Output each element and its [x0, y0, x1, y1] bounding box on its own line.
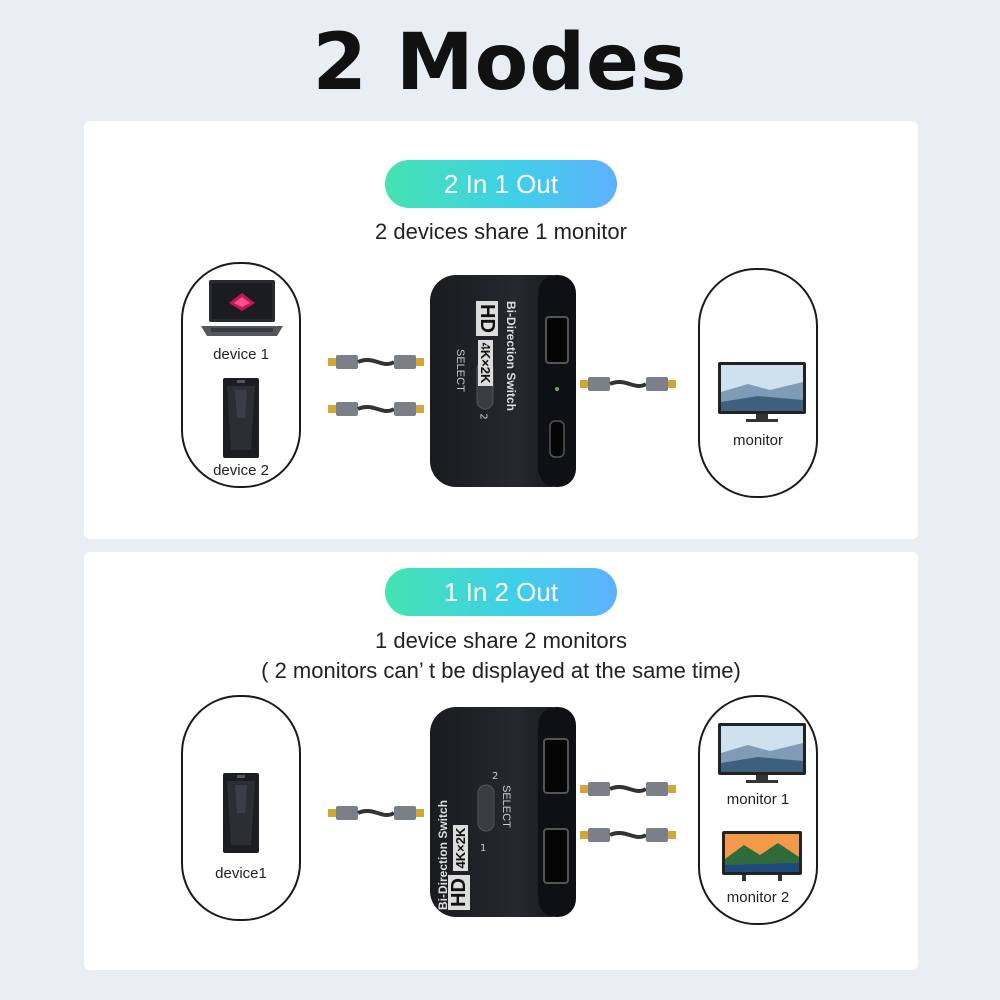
switch-port-2-label: 2: [477, 413, 489, 420]
monitor-label: monitor: [732, 432, 784, 449]
page-title: 2 Modes: [312, 18, 688, 108]
mode-pill: 2 In 1 Out: [385, 160, 617, 208]
hdmi-cable-out-1: [580, 782, 676, 796]
monitor-box: monitor: [698, 268, 818, 498]
switch-port-1-label: 1: [480, 843, 487, 854]
switch-select-label: SELECT: [500, 785, 512, 828]
hdmi-cable-1: [328, 355, 424, 369]
device-1-label: device 1: [213, 346, 269, 363]
hdmi-cable-in: [328, 806, 424, 820]
mode-pill: 1 In 2 Out: [385, 568, 617, 616]
hdmi-cable-2: [328, 402, 424, 416]
monitor-2-icon: [722, 831, 802, 881]
monitor-2-label: monitor 2: [726, 889, 790, 906]
hdmi-switch-device: HD 4K×2K Bi-Direction Switch SELECT 1 2: [428, 271, 578, 495]
switch-port-2-label: 2: [492, 771, 499, 782]
device-label: device1: [215, 865, 267, 882]
switch-brand: HD: [448, 875, 470, 910]
hdmi-cable-out: [580, 377, 676, 391]
pc-tower-icon: [223, 773, 259, 853]
monitors-box: monitor 1 monitor 2: [698, 695, 818, 925]
switch-resolution: 4K×2K: [453, 824, 468, 872]
mode-panel-1in2out: 1 In 2 Out 1 device share 2 monitors ( 2…: [84, 552, 918, 970]
device-box: device1: [181, 695, 301, 921]
devices-box: device 1 device 2: [181, 262, 301, 488]
monitor-1-icon: [718, 723, 806, 783]
monitor-icon: [718, 362, 806, 422]
mode-panel-2in1out: 2 In 1 Out 2 devices share 1 monitor dev…: [84, 121, 918, 539]
switch-name: Bi-Direction Switch: [504, 301, 518, 412]
mode-subtitle-line2: ( 2 monitors can’ t be displayed at the …: [261, 658, 741, 683]
mode-subtitle: 2 devices share 1 monitor: [375, 219, 627, 244]
pc-tower-icon: [223, 378, 259, 458]
mode-subtitle-line1: 1 device share 2 monitors: [375, 628, 627, 653]
device-2-label: device 2: [213, 462, 269, 479]
switch-brand: HD: [476, 301, 498, 336]
hdmi-cable-out-2: [580, 828, 676, 842]
laptop-icon: [201, 280, 283, 336]
hdmi-switch-device: HD 4K×2K Bi-Direction Switch SELECT 1 2: [428, 705, 578, 924]
switch-name: Bi-Direction Switch: [436, 799, 450, 910]
switch-port-1-label: 1: [477, 343, 489, 350]
switch-select-label: SELECT: [454, 349, 466, 392]
monitor-1-label: monitor 1: [726, 791, 790, 808]
